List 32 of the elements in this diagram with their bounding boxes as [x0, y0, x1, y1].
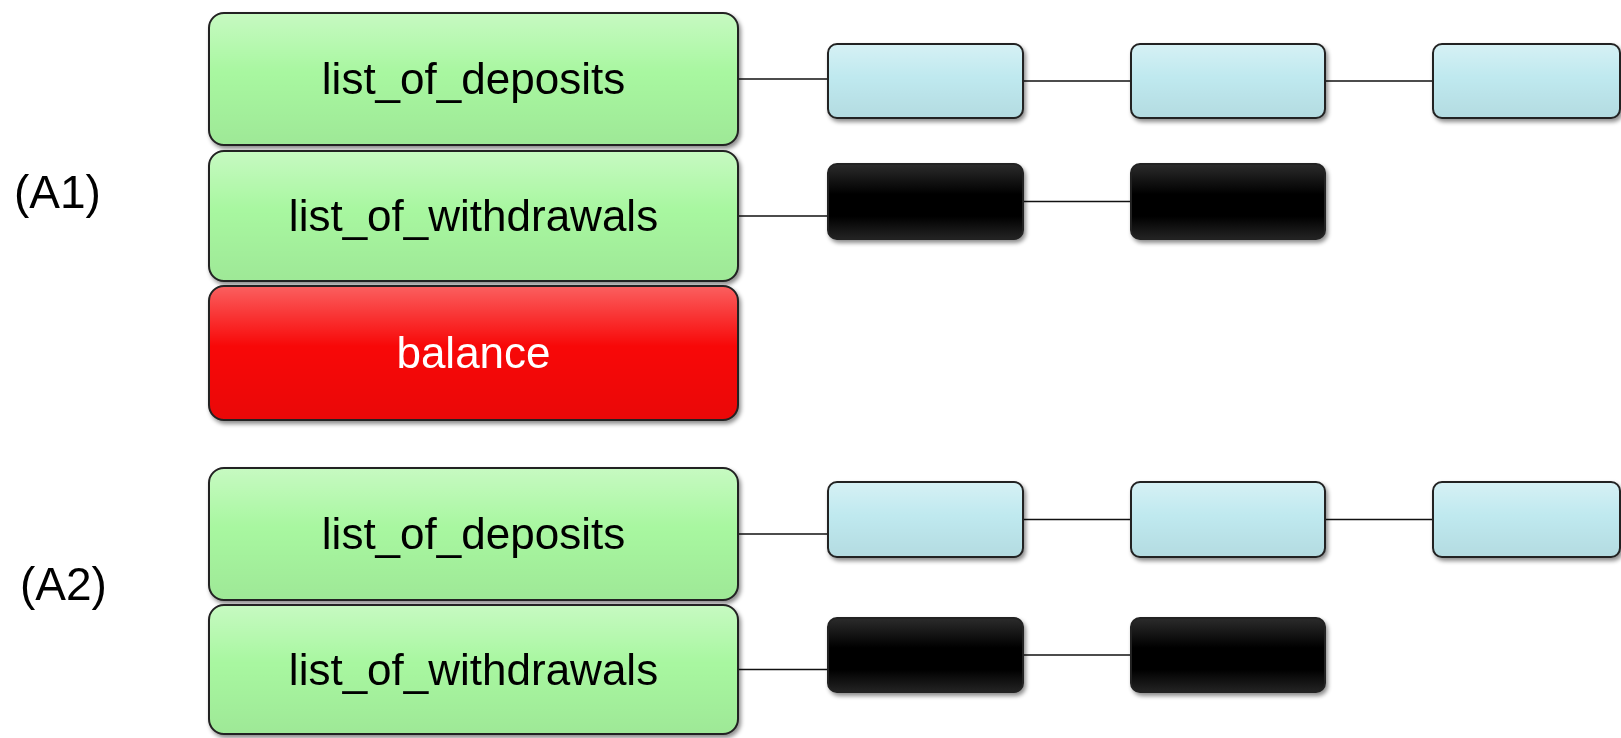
- list-item-box: [827, 163, 1024, 240]
- connector-line: [1325, 518, 1433, 521]
- connector-line: [738, 215, 828, 217]
- value-box: [208, 285, 739, 421]
- field-name: list_of_withdrawals: [288, 644, 659, 695]
- list-item-box: [1130, 481, 1326, 558]
- connector-line: [738, 533, 828, 535]
- connector-line: [1023, 200, 1131, 203]
- list-item-box: [827, 617, 1024, 693]
- field-name: list_of_withdrawals: [288, 191, 659, 241]
- field-name: list_of_deposits: [321, 54, 626, 104]
- list-item-box: [1130, 617, 1326, 693]
- case-label: (A1): [14, 165, 101, 219]
- connector-line: [1023, 80, 1131, 82]
- field-box: [208, 12, 739, 146]
- list-item-box: [1130, 43, 1326, 119]
- list-item-box: [827, 43, 1024, 119]
- list-item-box: [1432, 43, 1621, 119]
- field-name: list_of_deposits: [321, 509, 626, 559]
- connector-line: [738, 78, 828, 80]
- list-item-box: [827, 481, 1024, 558]
- connector-line: [1023, 654, 1131, 656]
- connector-line: [1023, 518, 1131, 521]
- field-box: [208, 150, 739, 282]
- connector-line: [738, 668, 828, 671]
- field-name: balance: [396, 328, 551, 378]
- case-label: (A2): [20, 557, 107, 611]
- connector-line: [1325, 80, 1433, 82]
- field-box: [208, 604, 739, 735]
- list-item-box: [1130, 163, 1326, 240]
- list-item-box: [1432, 481, 1621, 558]
- field-box: [208, 467, 739, 601]
